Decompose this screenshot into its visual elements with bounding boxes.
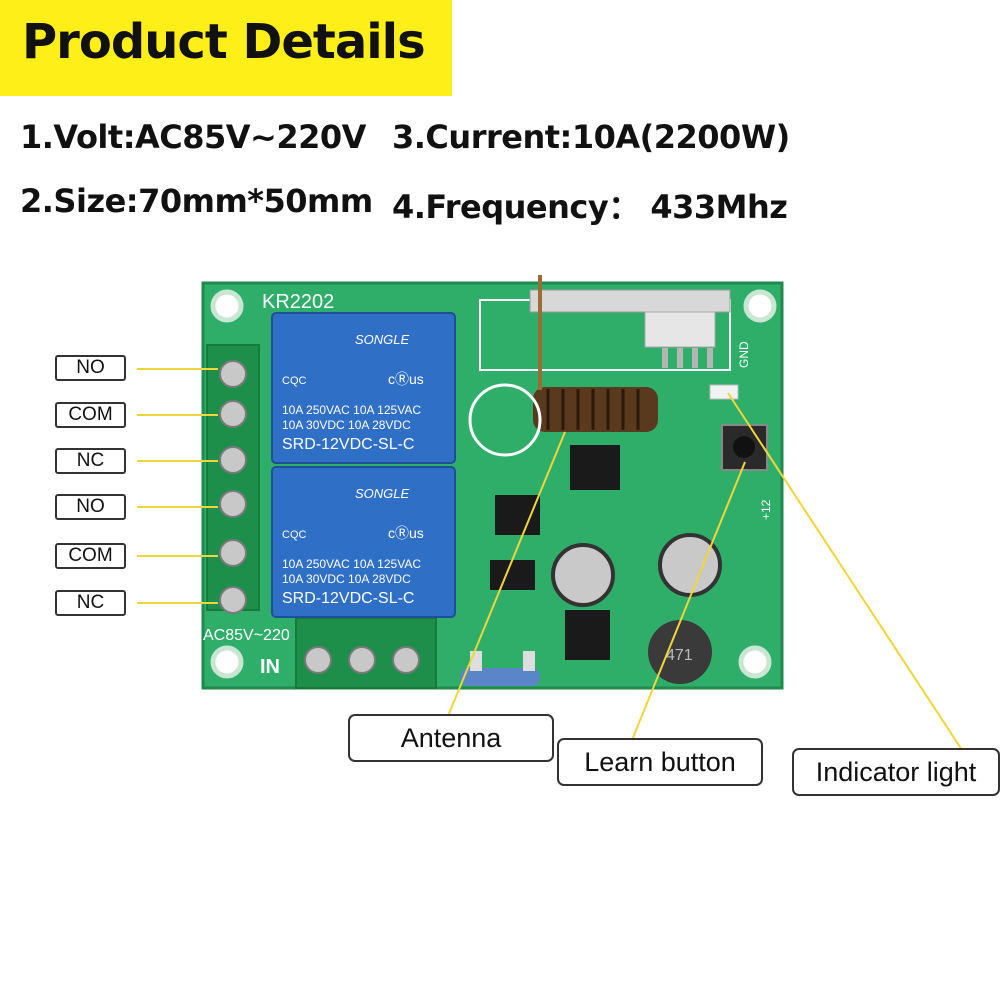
relay-2-rating-2: 10A 30VDC 10A 28VDC	[282, 572, 411, 586]
terminal-label-com-2: COM	[55, 543, 126, 569]
learn-button-leader-line	[631, 461, 746, 741]
spec-frequency: 4.Frequency： 433Mhz	[392, 188, 788, 226]
transistor	[490, 560, 535, 590]
spec-volt: 1.Volt:AC85V~220V	[20, 118, 366, 156]
rf-module	[529, 289, 731, 313]
input-voltage-label: AC85V~220	[203, 627, 290, 644]
relay-1-ul: cⓇus	[388, 371, 424, 387]
learn-button-callout: Learn button	[557, 738, 763, 786]
spec-current: 3.Current:10A(2200W)	[392, 118, 790, 156]
antenna-coil-windings	[546, 389, 640, 430]
ic-chip	[495, 495, 540, 535]
ic-chip	[565, 610, 610, 660]
terminal-label-com-1: COM	[55, 402, 126, 428]
input-label: IN	[260, 656, 280, 678]
resistor-lead	[470, 651, 482, 671]
indicator-light-callout: Indicator light	[792, 748, 1000, 796]
relay-1-model: SRD-12VDC-SL-C	[282, 436, 414, 453]
learn-button-cap	[733, 436, 755, 458]
mount-hole	[210, 289, 244, 323]
resistor-lead	[523, 651, 535, 671]
indicator-leader-line	[727, 392, 963, 751]
terminal-label-nc-1: NC	[55, 448, 126, 474]
relay-2-cert: CQC	[282, 529, 307, 541]
rf-module-pins	[662, 348, 713, 368]
round-component	[468, 383, 542, 457]
pcb-outline	[201, 281, 784, 690]
relay-1-brand: SONGLE	[355, 332, 410, 347]
relay-1	[271, 312, 456, 464]
gnd-label: GND	[737, 341, 751, 368]
ic-chip	[570, 445, 620, 490]
relay-1-rating-2: 10A 30VDC 10A 28VDC	[282, 418, 411, 432]
terminal-label-no-1: NO	[55, 355, 126, 381]
terminal-screws	[219, 360, 247, 614]
antenna-leader-line	[447, 431, 566, 717]
spec-size: 2.Size:70mm*50mm	[20, 182, 373, 220]
crystal	[644, 311, 716, 348]
relay-2-rating-1: 10A 250VAC 10A 125VAC	[282, 557, 421, 571]
mount-hole	[210, 645, 244, 679]
page-title: Product Details	[22, 14, 426, 70]
terminal-label-no-2: NO	[55, 494, 126, 520]
vcc-label: +12	[759, 499, 773, 520]
relay-2-brand: SONGLE	[355, 486, 410, 501]
terminal-leader-lines	[137, 368, 218, 604]
antenna-callout: Antenna	[348, 714, 554, 762]
relay-1-rating-1: 10A 250VAC 10A 125VAC	[282, 403, 421, 417]
capacitor	[551, 543, 615, 607]
inductor-label: 471	[666, 647, 693, 664]
relay-2	[271, 466, 456, 618]
resistor	[460, 668, 540, 686]
inductor	[648, 620, 712, 684]
indicator-led	[709, 384, 739, 400]
terminal-label-nc-2: NC	[55, 590, 126, 616]
board-model-label: KR2202	[262, 291, 334, 313]
relay-2-ul: cⓇus	[388, 525, 424, 541]
mount-hole	[743, 289, 777, 323]
mount-hole	[738, 645, 772, 679]
input-terminal-screws	[304, 646, 420, 674]
title-banner: Product Details	[0, 0, 452, 96]
relay-1-cert: CQC	[282, 375, 307, 387]
relay-2-model: SRD-12VDC-SL-C	[282, 590, 414, 607]
